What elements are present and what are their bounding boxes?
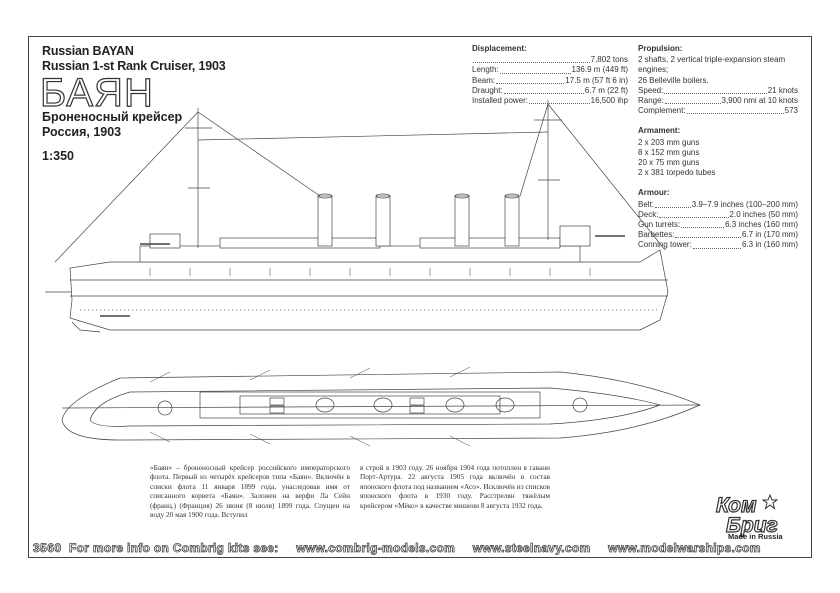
- footer-link[interactable]: www.modelwarships.com: [608, 541, 761, 556]
- spec-row: 7,802 tons: [472, 55, 628, 65]
- spec-row: Speed: 21 knots: [638, 86, 798, 96]
- spec-row: Conning tower: 6.3 in (160 mm): [638, 240, 798, 250]
- dotted-leader: [692, 240, 741, 249]
- spec-value: 16,500 ihp: [590, 96, 628, 106]
- displacement-heading: Displacement:: [472, 44, 527, 53]
- spec-value: 21 knots: [767, 85, 798, 95]
- dotted-leader: [503, 86, 584, 95]
- spec-row: Beam: 17.5 m (57 ft 6 in): [472, 76, 628, 86]
- spec-label: Deck:: [638, 209, 659, 219]
- spec-label: Speed:: [638, 85, 664, 95]
- armament-line: 20 x 75 mm guns: [638, 158, 700, 168]
- spec-value: 6.3 in (160 mm): [741, 240, 798, 250]
- spec-row: Draught: 6.7 m (22 ft): [472, 86, 628, 96]
- propulsion-line: 26 Belleville boilers.: [638, 75, 709, 85]
- spec-label: Beam:: [472, 75, 496, 85]
- spec-label: Length:: [472, 65, 499, 75]
- star-icon: [762, 494, 778, 510]
- spec-label: Range:: [638, 96, 664, 106]
- dotted-leader: [499, 65, 571, 74]
- subtitle-english: Russian 1-st Rank Cruiser, 1903: [42, 59, 226, 73]
- spec-value: 2.0 inches (50 mm): [729, 209, 798, 219]
- spec-value: 3.9–7.9 inches (100–200 mm): [691, 199, 798, 209]
- spec-value: 573: [784, 106, 798, 116]
- spec-label: Barbettes:: [638, 230, 675, 240]
- spec-label: Gun turrets:: [638, 220, 681, 230]
- title-english: Russian BAYAN: [42, 44, 134, 58]
- dotted-leader: [664, 86, 767, 95]
- spec-label: Conning tower:: [638, 240, 692, 250]
- side-profile: [45, 100, 669, 333]
- dotted-leader: [473, 55, 590, 64]
- footer-info: For more info on Combrig kits see:: [69, 541, 279, 556]
- combrig-logo: Ком Бриг: [715, 494, 778, 537]
- spec-value: 136.9 m (449 ft): [571, 65, 628, 75]
- spec-row: Range: 3,900 nmi at 10 knots: [638, 96, 798, 106]
- dotted-leader: [659, 210, 729, 219]
- spec-value: 6.7 m (22 ft): [584, 85, 628, 95]
- dotted-leader: [529, 96, 590, 105]
- history-column-2: в строй в 1903 году. 26 ноября 1904 года…: [360, 463, 550, 510]
- spec-label: Draught:: [472, 85, 503, 95]
- spec-label: Complement:: [638, 106, 686, 116]
- spec-row: Length: 136.9 m (449 ft): [472, 65, 628, 75]
- top-plan-view: [61, 366, 701, 447]
- spec-value: 6.7 in (170 mm): [741, 230, 798, 240]
- dotted-leader: [496, 76, 565, 84]
- footer-link[interactable]: www.steelnavy.com: [472, 541, 591, 556]
- subtitle-russian: Броненосный крейсер: [42, 110, 183, 124]
- dotted-leader: [681, 220, 725, 229]
- history-column-1: «Баян» – броненосный крейсер российского…: [150, 463, 350, 520]
- armament-heading: Armament:: [638, 126, 681, 136]
- country-year-russian: Россия, 1903: [42, 125, 122, 139]
- armament-line: 2 x 203 mm guns: [638, 137, 700, 147]
- spec-value: 7,802 tons: [590, 55, 628, 65]
- spec-row: Deck: 2.0 inches (50 mm): [638, 210, 798, 220]
- kit-number: 3560: [33, 541, 62, 556]
- armament-line: 2 x 381 torpedo tubes: [638, 168, 716, 178]
- spec-value: 3,900 nmi at 10 knots: [721, 96, 799, 106]
- armament-line: 8 x 152 mm guns: [638, 147, 700, 157]
- logo-line-2: Бриг: [725, 514, 778, 537]
- spec-value: 17.5 m (57 ft 6 in): [565, 75, 628, 85]
- spec-row: Barbettes: 6.7 in (170 mm): [638, 230, 798, 240]
- scale-label: 1:350: [42, 149, 74, 163]
- armour-heading: Armour:: [638, 188, 670, 198]
- dotted-leader: [686, 106, 784, 115]
- dotted-leader: [675, 230, 741, 239]
- spec-row: Belt: 3.9–7.9 inches (100–200 mm): [638, 200, 798, 210]
- footer-link[interactable]: www.combrig-models.com: [296, 541, 456, 556]
- propulsion-line: 2 shafts, 2 vertical triple-expansion st…: [638, 55, 786, 75]
- spec-value: 6.3 inches (160 mm): [725, 220, 798, 230]
- spec-label: Belt:: [638, 199, 655, 209]
- title-russian-large: БАЯН: [39, 70, 154, 115]
- spec-label: Installed power:: [472, 96, 529, 106]
- specs-right: Propulsion: 2 shafts, 2 vertical triple-…: [638, 44, 798, 251]
- dotted-leader: [664, 96, 721, 105]
- spec-row: Complement: 573: [638, 106, 798, 116]
- propulsion-heading: Propulsion:: [638, 44, 683, 53]
- footer-links: For more info on Combrig kits see: www.c…: [69, 541, 775, 556]
- spec-row: Gun turrets: 6.3 inches (160 mm): [638, 220, 798, 230]
- logo-line-1: Ком: [715, 494, 757, 517]
- spec-row: Installed power: 16,500 ihp: [472, 96, 628, 106]
- dotted-leader: [655, 200, 691, 208]
- made-in-russia: Made in Russia: [728, 532, 783, 541]
